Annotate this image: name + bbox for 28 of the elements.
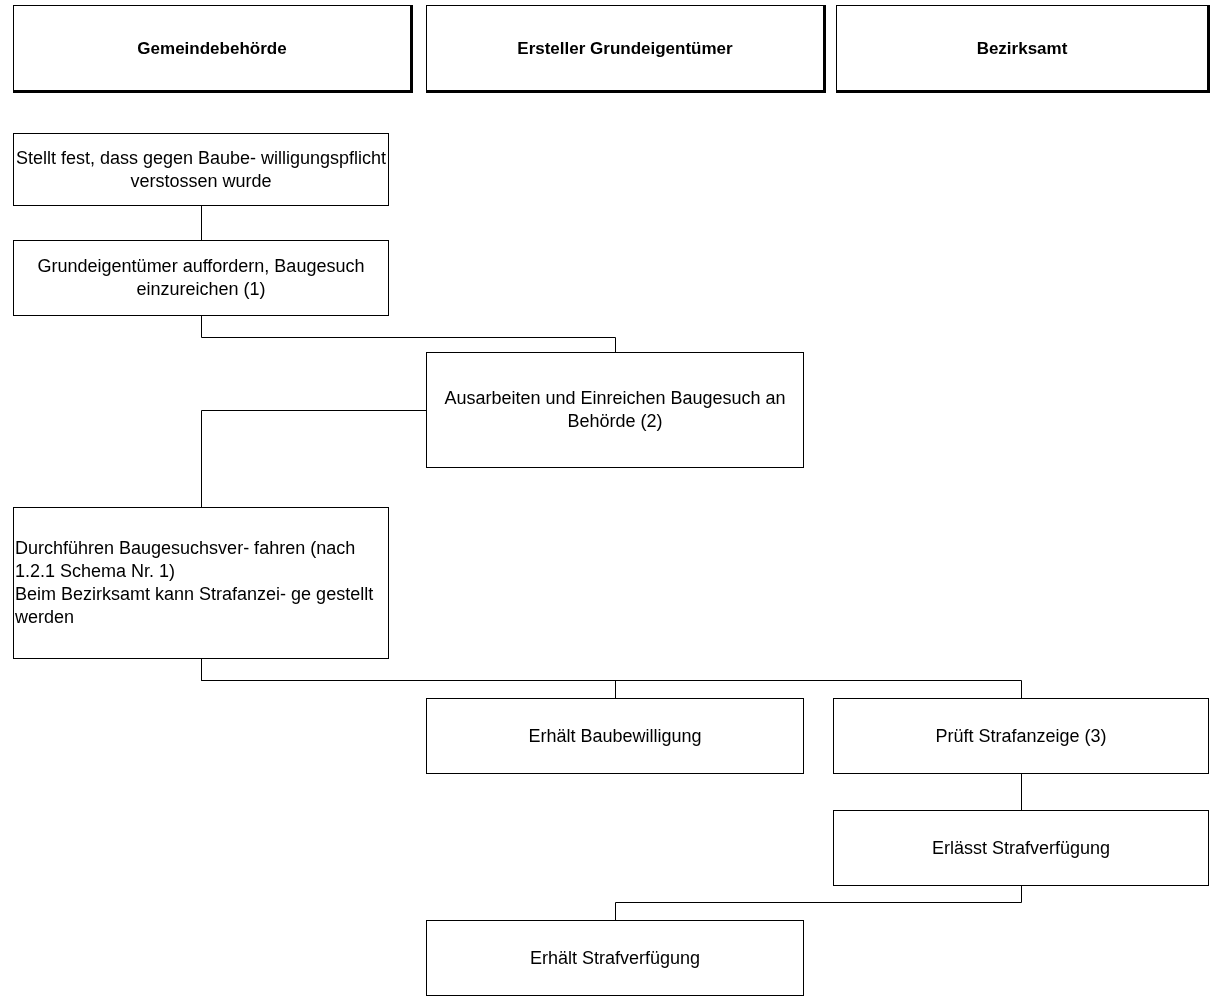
connector-line	[1021, 773, 1022, 811]
box-text: Bezirksamt	[976, 37, 1068, 59]
box-text: Ausarbeiten und Einreichen Baugesuch an Behörde (2)	[443, 387, 787, 433]
process-box	[13, 507, 389, 659]
box-text: Beim Bezirksamt kann Strafanzei- ge gestellt werden	[15, 583, 375, 629]
box-text: Stellt fest, dass gegen Baube- willigungspflicht verstossen wurde	[14, 146, 388, 193]
box-text: Ersteller Grundeigentümer	[517, 37, 733, 59]
process-box	[426, 352, 804, 468]
box-text: Durchführen Baugesuchsver- fahren (nach 1.2.1 Schema Nr. 1)	[15, 537, 357, 583]
box-text: Prüft Strafanzeige (3)	[935, 724, 1107, 748]
box-text: Erhält Baubewilligung	[528, 724, 702, 748]
process-box	[426, 698, 804, 774]
box-text: Gemeindebehörde	[137, 37, 287, 59]
process-box	[833, 698, 1209, 774]
connector-line	[201, 315, 616, 353]
connector-line	[201, 410, 427, 508]
lane-header	[426, 5, 826, 93]
box-text: Grundeigentümer auffordern, Baugesuch einzureichen (1)	[36, 255, 366, 301]
box-text: Erhält Strafverfügung	[529, 946, 701, 970]
process-box	[13, 240, 389, 316]
lane-header	[836, 5, 1210, 93]
connector-line	[615, 885, 1022, 921]
box-text: Erlässt Strafverfügung	[931, 836, 1111, 860]
process-box	[426, 920, 804, 996]
process-box	[13, 133, 389, 206]
process-box	[833, 810, 1209, 886]
connector-line	[201, 205, 202, 241]
lane-header	[13, 5, 413, 93]
